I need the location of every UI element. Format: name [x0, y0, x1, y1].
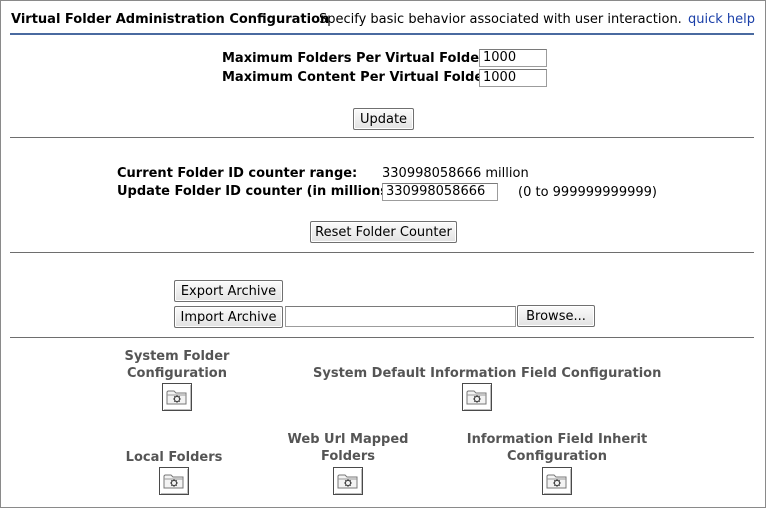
- max-content-input[interactable]: 1000: [479, 69, 547, 87]
- counter-range-label: Current Folder ID counter range:: [117, 166, 358, 181]
- max-folders-label: Maximum Folders Per Virtual Folder:: [222, 51, 491, 66]
- info-field-inherit-config-label: Information Field Inherit Configuration: [466, 432, 648, 464]
- quick-help-link[interactable]: quick help: [687, 12, 755, 27]
- max-folders-input[interactable]: 1000: [479, 49, 547, 67]
- info-field-inherit-config-button[interactable]: [542, 467, 572, 495]
- web-url-mapped-folders-label: Web Url Mapped Folders: [287, 432, 409, 464]
- import-file-path-input[interactable]: [285, 306, 516, 327]
- folder-gear-icon: [466, 390, 487, 405]
- section-divider: [10, 252, 754, 253]
- local-folders-label: Local Folders: [125, 450, 223, 465]
- header-divider: [10, 33, 754, 35]
- system-default-info-field-button[interactable]: [462, 383, 492, 411]
- folder-gear-icon: [163, 474, 184, 489]
- page-description: Specify basic behavior associated with u…: [319, 12, 682, 27]
- system-default-info-field-label: System Default Information Field Configu…: [313, 366, 662, 381]
- folder-gear-icon: [546, 474, 567, 489]
- local-folders-button[interactable]: [159, 467, 189, 495]
- counter-range-hint: (0 to 999999999999): [518, 185, 657, 200]
- section-divider: [10, 137, 754, 138]
- folder-gear-icon: [337, 474, 358, 489]
- max-content-label: Maximum Content Per Virtual Folder:: [222, 70, 495, 85]
- counter-update-input[interactable]: 330998058666: [382, 183, 498, 201]
- export-archive-button[interactable]: Export Archive: [174, 280, 283, 302]
- folder-gear-icon: [166, 390, 187, 405]
- counter-range-value: 330998058666 million: [382, 166, 529, 181]
- browse-button[interactable]: Browse...: [517, 305, 595, 327]
- counter-update-label: Update Folder ID counter (in millions):: [117, 184, 400, 199]
- system-folder-config-label: System Folder Configuration: [124, 349, 230, 381]
- import-archive-button[interactable]: Import Archive: [174, 306, 283, 328]
- web-url-mapped-folders-button[interactable]: [333, 467, 363, 495]
- system-folder-config-button[interactable]: [162, 383, 192, 411]
- update-button[interactable]: Update: [353, 108, 414, 130]
- section-divider: [10, 337, 754, 338]
- page-title: Virtual Folder Administration Configurat…: [11, 12, 330, 27]
- reset-folder-counter-button[interactable]: Reset Folder Counter: [310, 221, 457, 243]
